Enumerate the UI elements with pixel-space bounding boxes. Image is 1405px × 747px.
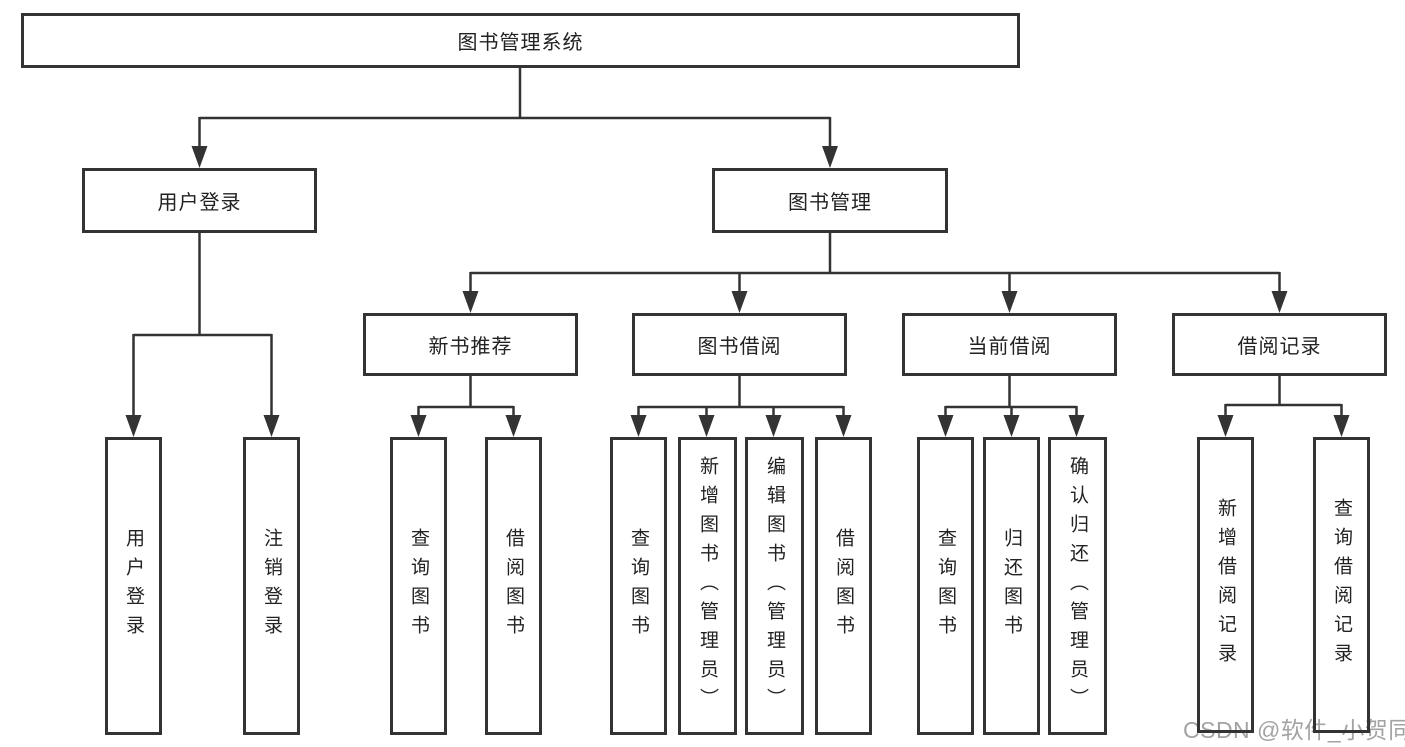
leaf-borrow-edit-books-admin-label: 编辑图书（管理员） — [764, 455, 785, 717]
node-current-borrow-label: 当前借阅 — [967, 336, 1052, 358]
node-user-login-label: 用户登录 — [157, 192, 242, 214]
connector-root-to-level2 — [191, 68, 838, 168]
leaf-borrow-add-books-admin-label: 新增图书（管理员） — [697, 455, 718, 717]
leaf-current-query-books-label: 查询图书 — [935, 528, 956, 644]
leaf-userlogin-login-label: 用户登录 — [123, 528, 144, 644]
node-user-login: 用户登录 — [82, 168, 317, 233]
leaf-borrow-borrow-books: 借阅图书 — [815, 437, 872, 735]
node-book-management: 图书管理 — [712, 168, 948, 233]
node-book-borrow: 图书借阅 — [632, 313, 847, 376]
node-borrow-records-label: 借阅记录 — [1237, 336, 1322, 358]
node-current-borrow: 当前借阅 — [902, 313, 1117, 376]
leaf-borrow-borrow-books-label: 借阅图书 — [833, 528, 854, 644]
connector-bookmgmt-to-level3 — [462, 233, 1288, 313]
node-new-book-recommend: 新书推荐 — [363, 313, 578, 376]
leaf-current-return-books-label: 归还图书 — [1001, 528, 1022, 644]
leaf-userlogin-login: 用户登录 — [105, 437, 162, 735]
node-new-book-recommend-label: 新书推荐 — [428, 336, 513, 358]
node-library-management-system: 图书管理系统 — [21, 13, 1020, 68]
leaf-newbook-borrow-books-label: 借阅图书 — [503, 528, 524, 644]
node-borrow-records: 借阅记录 — [1172, 313, 1387, 376]
leaf-userlogin-logout-label: 注销登录 — [261, 528, 282, 644]
node-book-management-label: 图书管理 — [788, 192, 872, 214]
leaf-records-add-record: 新增借阅记录 — [1197, 437, 1254, 733]
connector-bookborrow-to-leaves — [630, 376, 852, 437]
leaf-borrow-add-books-admin: 新增图书（管理员） — [678, 437, 737, 735]
leaf-current-confirm-return-admin: 确认归还（管理员） — [1048, 437, 1107, 735]
leaf-current-query-books: 查询图书 — [917, 437, 974, 735]
leaf-current-confirm-return-admin-label: 确认归还（管理员） — [1067, 455, 1088, 717]
node-library-management-system-label: 图书管理系统 — [457, 32, 584, 54]
leaf-records-query-record-label: 查询借阅记录 — [1331, 498, 1352, 672]
connector-records-to-leaves — [1217, 376, 1350, 437]
leaf-userlogin-logout: 注销登录 — [243, 437, 300, 735]
leaf-newbook-query-books: 查询图书 — [390, 437, 447, 735]
leaf-newbook-query-books-label: 查询图书 — [408, 528, 429, 644]
leaf-borrow-edit-books-admin: 编辑图书（管理员） — [745, 437, 804, 735]
leaf-newbook-borrow-books: 借阅图书 — [485, 437, 542, 735]
leaf-records-query-record: 查询借阅记录 — [1313, 437, 1370, 733]
leaf-records-add-record-label: 新增借阅记录 — [1215, 498, 1236, 672]
connector-newbook-to-leaves — [410, 376, 522, 437]
connector-currentborrow-to-leaves — [937, 376, 1085, 437]
leaf-current-return-books: 归还图书 — [983, 437, 1040, 735]
leaf-borrow-query-books: 查询图书 — [610, 437, 667, 735]
node-book-borrow-label: 图书借阅 — [697, 336, 782, 358]
connector-userlogin-to-leaves — [125, 233, 280, 437]
leaf-borrow-query-books-label: 查询图书 — [628, 528, 649, 644]
